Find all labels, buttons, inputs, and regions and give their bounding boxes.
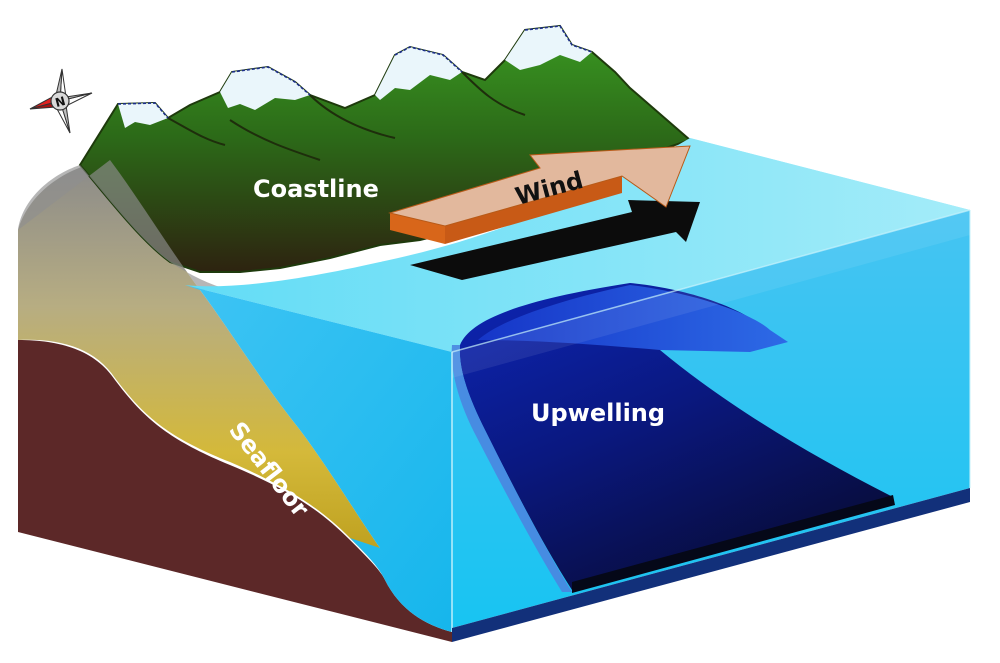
coastline-label: Coastline xyxy=(253,175,379,203)
upwelling-water-mass xyxy=(459,283,893,590)
current-arrow-icon xyxy=(410,200,700,280)
ridge-lines xyxy=(167,71,526,161)
compass-rose-icon: N xyxy=(29,68,93,134)
seafloor-bedrock xyxy=(18,340,452,642)
upwelling-bottom xyxy=(572,495,895,593)
snow-caps xyxy=(117,25,593,128)
wind-arrow-side xyxy=(390,213,445,244)
upwelling-label: Upwelling xyxy=(531,399,665,427)
ocean-floor-base xyxy=(452,488,970,642)
ocean-left-face xyxy=(185,285,452,632)
ocean-front-glass xyxy=(452,210,970,378)
seafloor-sediment xyxy=(18,160,385,578)
wind-arrow-icon xyxy=(388,145,691,227)
coastline-cliff xyxy=(18,160,230,290)
compass-north-label: N xyxy=(54,94,67,110)
upwelling-surface-tongue xyxy=(478,285,788,352)
